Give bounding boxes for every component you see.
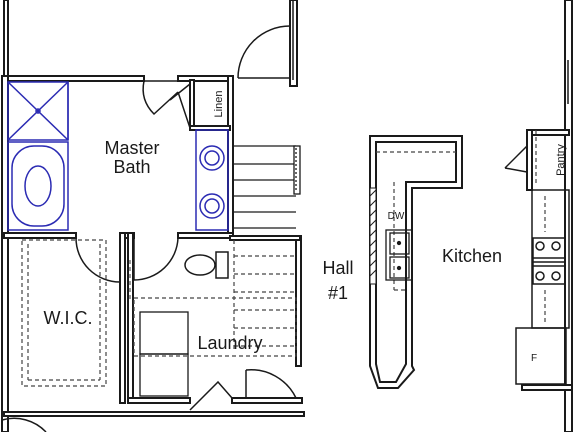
room-labels: Master Bath Linen W.I.C. Laundry Hall #1… [44,91,568,364]
room-label-hall-line1: Hall [322,258,353,278]
kitchen-sink-icon [385,229,413,281]
vanity-counter [195,129,229,231]
kitchen-counters [515,189,570,385]
room-label-laundry: Laundry [197,333,262,353]
laundry-appliances [139,311,189,397]
room-label-wic: W.I.C. [44,308,93,328]
room-label-kitchen: Kitchen [442,246,502,266]
wic-shelving [21,239,107,387]
kitchen-counter-dashed [535,130,546,322]
washer [139,311,189,355]
range-icon [532,237,566,285]
bar-hatch [369,187,377,285]
room-label-hall-line2: #1 [328,283,348,303]
island-dashed [376,151,456,291]
room-label-linen: Linen [213,91,225,118]
bathtub [7,141,69,231]
toilet-icon [184,251,229,279]
sink-lower-icon [199,193,225,219]
fixture-label-fridge: F [531,353,537,364]
room-label-master-bath-line1: Master [104,138,159,158]
sink-upper-icon [199,145,225,171]
room-label-master-bath-line2: Bath [113,157,150,177]
stairs [233,145,301,229]
stairs-below [233,240,294,350]
window-marks [292,0,573,104]
doors [1,25,528,432]
fridge-icon [515,327,567,385]
master-bath-fixtures [7,81,229,231]
laundry-counter [133,297,297,357]
room-label-pantry: Pantry [555,144,567,176]
kitchen-island [369,135,463,389]
dryer [139,353,189,397]
fixture-label-dishwasher: DW [388,211,405,222]
